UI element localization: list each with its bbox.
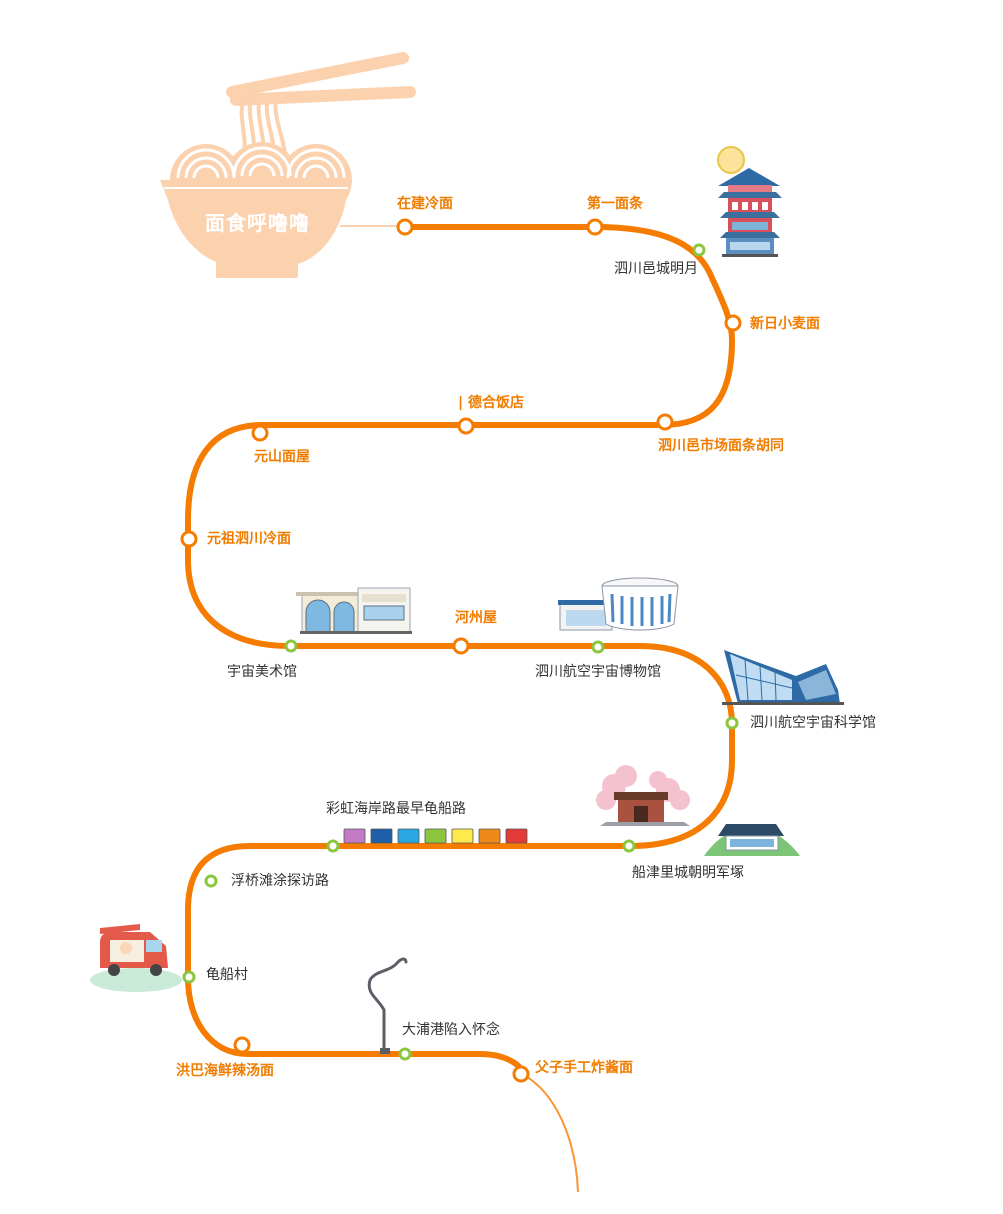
rainbow-block xyxy=(370,828,393,844)
rainbow-block xyxy=(424,828,447,844)
castle-gate-icon xyxy=(596,765,690,826)
art-museum-icon xyxy=(296,587,412,634)
food-stop-wonsan[interactable]: 元山面屋 xyxy=(254,449,310,465)
food-stop-wonjo[interactable]: 元祖泗川冷面 xyxy=(207,531,291,547)
food-stop-buja[interactable]: 父子手工炸酱面 xyxy=(535,1060,633,1076)
food-stop-market[interactable]: 泗川邑市场面条胡同 xyxy=(658,438,784,454)
pagoda-tower-icon xyxy=(717,146,782,257)
food-stop-jaegeon[interactable]: 在建冷面 xyxy=(397,196,453,212)
sight-stop-daepo[interactable]: 大浦港陷入怀念 xyxy=(402,1022,500,1038)
science-hall-icon xyxy=(722,650,844,705)
sight-stop-seonjin[interactable]: 船津里城朝明军塚 xyxy=(632,865,744,881)
rainbow-block xyxy=(397,828,420,844)
noodle-bowl-icon xyxy=(160,52,416,278)
aerospace-museum-icon xyxy=(558,577,679,631)
sight-stop-science-hall[interactable]: 泗川航空宇宙科学馆 xyxy=(750,715,876,731)
sight-stop-pontoon[interactable]: 浮桥滩涂探访路 xyxy=(231,873,329,889)
memorial-hall-icon xyxy=(704,824,800,856)
sight-stop-rainbow-road[interactable]: 彩虹海岸路最早龟船路 xyxy=(326,801,466,817)
statue-icon xyxy=(367,957,408,1054)
food-stop-deokhap[interactable]: | 德合饭店 xyxy=(458,395,524,411)
rainbow-block xyxy=(505,828,528,844)
food-stop-jeil[interactable]: 第一面条 xyxy=(587,196,643,212)
sight-stop-myeongwol[interactable]: 泗川邑城明月 xyxy=(614,261,698,277)
sight-stop-turtle-village[interactable]: 龟船村 xyxy=(206,967,248,983)
food-truck-icon xyxy=(90,924,182,992)
rainbow-block xyxy=(478,828,501,844)
food-stop-markers xyxy=(180,218,742,1083)
sight-stop-aerospace-museum[interactable]: 泗川航空宇宙博物馆 xyxy=(535,664,661,680)
route-line xyxy=(185,224,735,1193)
sight-stop-art-museum[interactable]: 宇宙美术馆 xyxy=(227,664,297,680)
sight-stop-markers xyxy=(182,243,739,1061)
rainbow-block xyxy=(451,828,474,844)
rainbow-blocks-icon xyxy=(343,828,528,844)
food-stop-hongba[interactable]: 洪巴海鲜辣汤面 xyxy=(176,1063,274,1079)
food-stop-sinil[interactable]: 新日小麦面 xyxy=(750,316,820,332)
rainbow-block xyxy=(343,828,366,844)
map-title: 面食呼噜噜 xyxy=(205,211,310,235)
food-stop-haju[interactable]: 河州屋 xyxy=(455,610,497,626)
